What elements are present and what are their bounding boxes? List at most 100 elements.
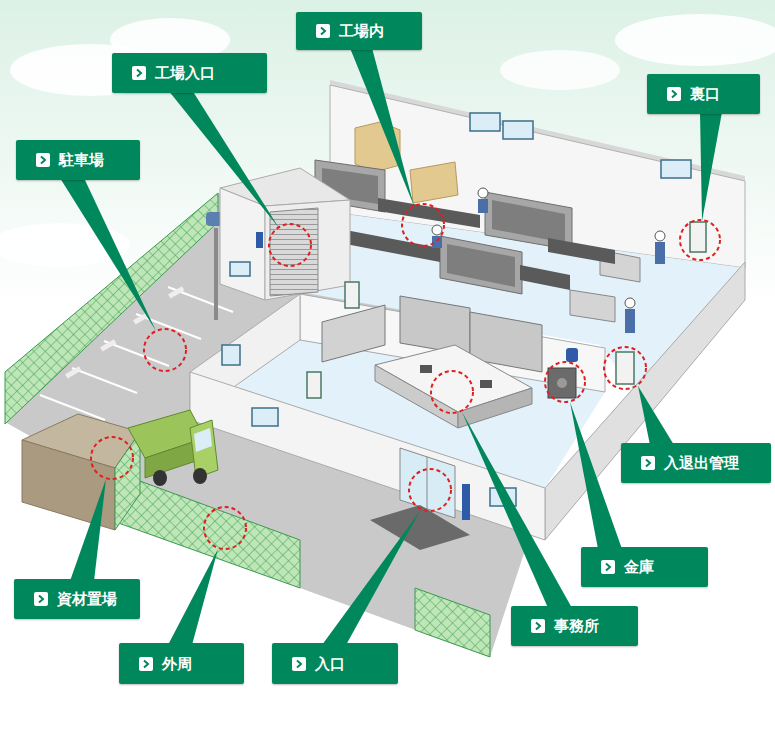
desk — [375, 365, 458, 428]
arrow-icon — [36, 153, 50, 167]
callout-box: 工場入口 — [112, 53, 267, 93]
cloud — [615, 14, 775, 66]
camera-spot — [431, 371, 473, 413]
callout-label: 入口 — [315, 655, 345, 673]
arrow-icon — [641, 456, 655, 470]
wheel — [193, 468, 207, 484]
car-stop — [100, 339, 116, 351]
entrance-door — [400, 448, 455, 518]
callout-box: 入口 — [272, 643, 398, 684]
icon-chevron — [297, 660, 301, 667]
fence — [415, 588, 490, 657]
cabinet — [322, 305, 385, 362]
icon-square — [292, 657, 306, 671]
icon-chevron — [606, 564, 610, 571]
icon-square — [667, 87, 681, 101]
worker-body — [478, 199, 488, 213]
callout-leader — [700, 112, 722, 221]
arrow-icon — [34, 592, 48, 606]
window — [470, 113, 500, 131]
callout-box: 事務所 — [511, 606, 638, 646]
callout-box: 入退出管理 — [621, 443, 771, 483]
arrow-icon — [292, 657, 306, 671]
worker-head — [625, 298, 635, 308]
callout-box: 資材置場 — [14, 579, 140, 619]
camera-spot — [402, 204, 444, 246]
icon-chevron — [144, 660, 148, 667]
callout-leader — [462, 412, 572, 608]
ground — [5, 193, 548, 657]
window — [503, 121, 533, 139]
camera-spot — [91, 437, 133, 479]
pole — [462, 484, 470, 520]
callout-leader — [168, 90, 279, 228]
callout-box: 裏口 — [647, 74, 760, 114]
camera-spot — [204, 507, 246, 549]
callout-label: 入退出管理 — [664, 454, 739, 472]
door — [690, 222, 706, 252]
icon-chevron — [646, 460, 650, 467]
icon-chevron — [41, 157, 45, 164]
callout-label: 工場入口 — [155, 64, 215, 82]
building-wall — [265, 200, 350, 300]
icon-square — [139, 657, 153, 671]
icon-square — [36, 153, 50, 167]
arrow-icon — [531, 619, 545, 633]
locker — [400, 296, 470, 355]
worker-head — [655, 231, 665, 241]
shutter — [270, 208, 318, 296]
camera-spot — [269, 224, 311, 266]
callout-label: 事務所 — [554, 617, 599, 635]
conveyor — [548, 238, 615, 264]
card-reader — [256, 232, 263, 248]
icon-square — [316, 24, 330, 38]
door — [307, 372, 321, 398]
camera-spot — [680, 220, 720, 260]
worker-body — [625, 309, 635, 333]
window — [252, 408, 278, 426]
front-wall — [190, 372, 545, 540]
safe — [548, 368, 576, 398]
icon-chevron — [39, 596, 43, 603]
callout-leader — [322, 511, 420, 645]
door — [616, 352, 634, 384]
truck-cab — [190, 420, 218, 478]
icon-square — [132, 66, 146, 80]
worker-head — [478, 188, 488, 198]
machine-panel — [492, 200, 565, 243]
camera-spot — [604, 347, 646, 389]
car-stop — [65, 366, 81, 378]
icon-square — [34, 592, 48, 606]
pc — [420, 365, 432, 373]
arrow-icon — [667, 87, 681, 101]
worker-head — [432, 225, 442, 235]
conveyor — [520, 265, 570, 290]
icon-square — [641, 456, 655, 470]
window — [230, 262, 250, 276]
arrow-icon — [601, 560, 615, 574]
icon-chevron — [672, 91, 676, 98]
icon-chevron — [536, 623, 540, 630]
fence — [115, 432, 140, 530]
machine-panel — [447, 244, 515, 287]
building-wall — [220, 188, 265, 300]
truck-window — [194, 428, 212, 452]
callout-leader — [638, 386, 674, 445]
camera-spot — [545, 362, 585, 402]
window — [661, 160, 691, 178]
arrow-icon — [132, 66, 146, 80]
machine — [570, 290, 615, 322]
cargo-box — [410, 162, 458, 203]
parking-line — [72, 368, 137, 393]
car-stop — [168, 286, 184, 298]
pc — [480, 380, 492, 388]
worker-body — [432, 236, 442, 248]
callout-label: 工場内 — [339, 22, 384, 40]
callout-label: 金庫 — [624, 558, 654, 576]
callout-leader — [350, 48, 414, 206]
wheel — [153, 470, 167, 486]
callout-label: 駐車場 — [59, 151, 104, 169]
icon-square — [601, 560, 615, 574]
